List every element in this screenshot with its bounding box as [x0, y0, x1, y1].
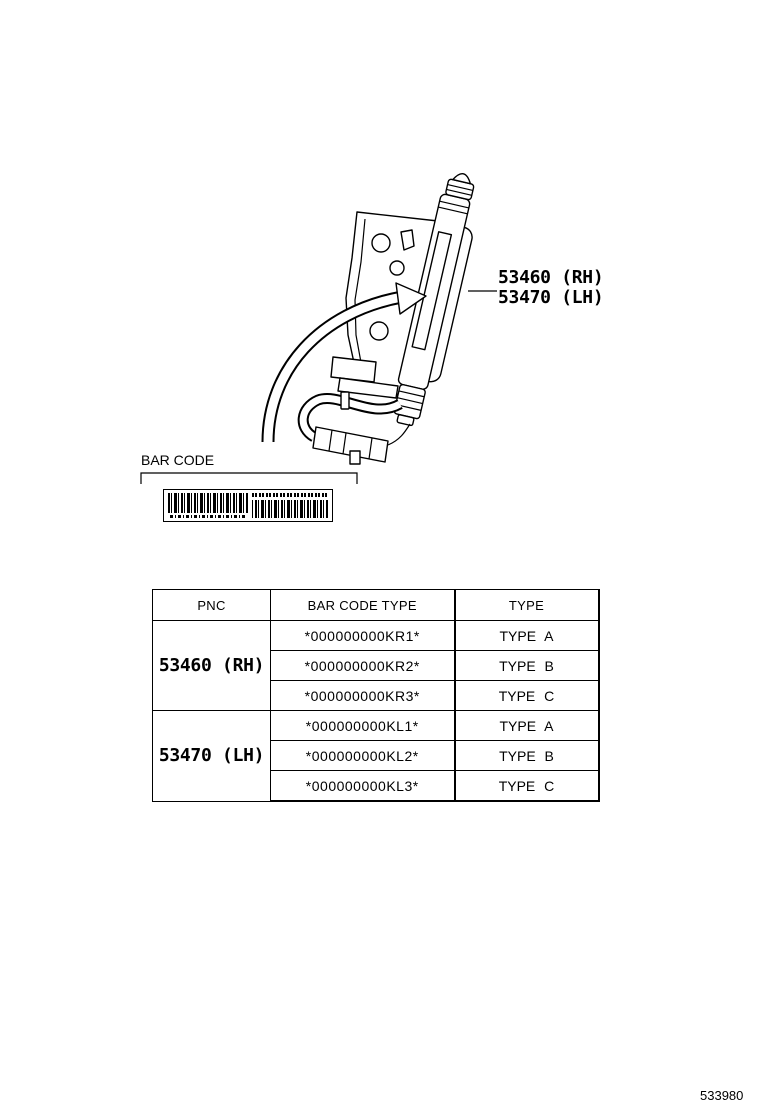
callout-pnc-rh: 53460 (RH)	[498, 267, 604, 288]
bracket-cutout	[400, 229, 415, 251]
actuator-cylinder	[393, 173, 475, 427]
type-cell: TYPE C	[453, 680, 600, 711]
header-type: TYPE	[453, 589, 600, 621]
table-header-row: PNC BAR CODE TYPE TYPE	[152, 589, 600, 621]
table-row: *000000000KR3* TYPE C	[153, 680, 600, 711]
table-row: *000000000KL3* TYPE C	[153, 770, 600, 802]
barcode-image	[163, 489, 333, 522]
type-cell: TYPE B	[453, 650, 600, 681]
type-cell: TYPE C	[453, 770, 600, 802]
bar-code-type-cell: *000000000KR2*	[270, 650, 455, 681]
bolt	[340, 391, 350, 410]
bar-code-type-cell: *000000000KR1*	[270, 620, 455, 651]
header-pnc: PNC	[152, 589, 271, 621]
table-row: *000000000KR2* TYPE B	[153, 650, 600, 681]
bracket-flange-line	[354, 218, 366, 369]
table-row: 53460 (RH) *000000000KR1* TYPE A	[152, 620, 600, 711]
type-cell: TYPE B	[453, 740, 600, 771]
connector-wire	[387, 423, 411, 446]
pnc-cell-rh: 53460 (RH)	[152, 620, 271, 711]
bar-code-label-window	[411, 231, 453, 351]
actuator-dome	[452, 173, 472, 185]
type-cell: TYPE A	[453, 710, 600, 741]
hood-lock-actuator-assembly	[297, 173, 475, 465]
barcode-bars	[168, 493, 248, 513]
barcode-print-marks	[252, 493, 328, 497]
connector-tab	[349, 450, 361, 465]
lower-bracket-tab	[337, 377, 399, 399]
barcode-print-marks	[170, 515, 246, 518]
bar-code-type-table: PNC BAR CODE TYPE TYPE 53460 (RH) *00000…	[152, 589, 600, 802]
header-bar-code-type: BAR CODE TYPE	[270, 589, 455, 621]
bracket-hole	[369, 321, 389, 341]
table-row: 53470 (LH) *000000000KL1* TYPE A	[152, 710, 600, 802]
bar-code-bracket	[140, 472, 358, 484]
bar-code-type-cell: *000000000KL2*	[270, 740, 455, 771]
actuator-tip	[396, 414, 415, 427]
arrow-head	[395, 282, 427, 315]
callout-pnc-lh: 53470 (LH)	[498, 287, 604, 308]
pnc-cell-lh: 53470 (LH)	[152, 710, 271, 802]
type-cell: TYPE A	[453, 620, 600, 651]
figure-number: 533980	[700, 1088, 744, 1103]
bracket-hole	[389, 260, 405, 276]
bar-code-type-cell: *000000000KL3*	[270, 770, 455, 802]
bar-code-caption: BAR CODE	[141, 452, 215, 468]
bracket-hole	[371, 233, 391, 253]
lower-bracket	[330, 356, 377, 383]
barcode-bars	[252, 500, 328, 518]
bar-code-type-cell: *000000000KL1*	[270, 710, 455, 741]
bar-code-type-cell: *000000000KR3*	[270, 680, 455, 711]
location-arrow	[261, 282, 427, 443]
table-row: *000000000KL2* TYPE B	[153, 740, 600, 771]
